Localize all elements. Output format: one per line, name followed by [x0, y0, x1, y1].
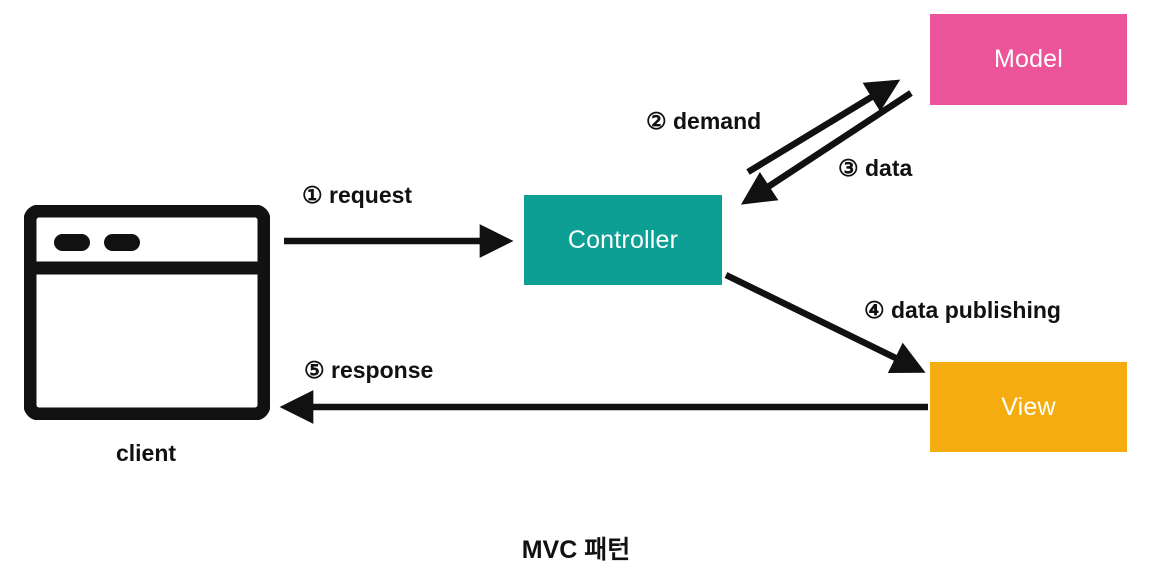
view-label: View: [1001, 392, 1056, 421]
edge-label-data: ③ data: [838, 155, 913, 181]
edge-label-response: ⑤ response: [304, 357, 434, 383]
arrow-data-publishing: [724, 272, 926, 374]
node-view[interactable]: View: [930, 362, 1127, 452]
edge-label-request: ① request: [302, 182, 413, 208]
model-label: Model: [993, 45, 1064, 73]
diagram-caption: MVC 패턴: [521, 536, 631, 564]
controller-label: Controller: [567, 225, 679, 254]
node-controller[interactable]: Controller: [524, 195, 722, 285]
arrow-data: [740, 90, 913, 205]
client-browser-icon: [24, 205, 270, 420]
node-model[interactable]: Model: [930, 14, 1127, 105]
edge-label-data-publishing: ④ data publishing: [864, 297, 1061, 323]
arrow-demand: [746, 79, 901, 175]
client-label: client: [115, 440, 177, 466]
edge-label-demand: ② demand: [646, 108, 762, 134]
